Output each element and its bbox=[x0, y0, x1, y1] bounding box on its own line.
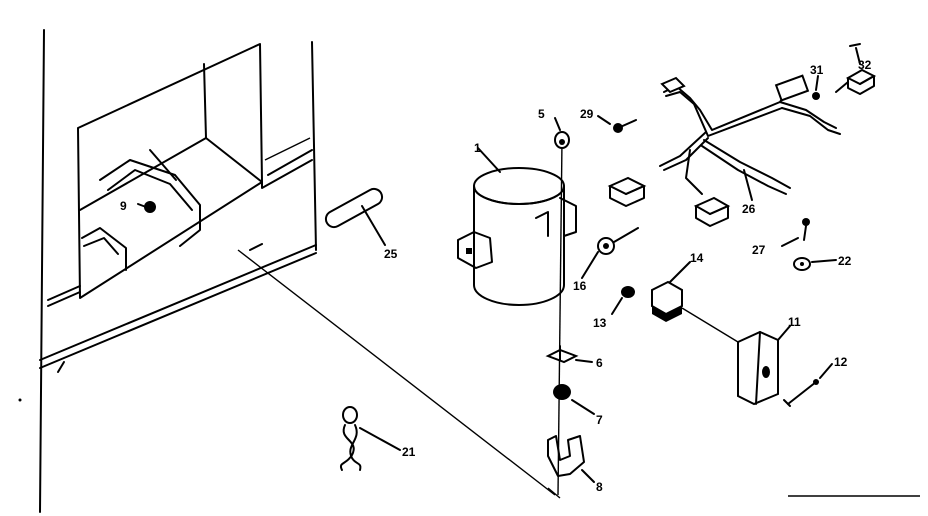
part-21-clip: 21 bbox=[340, 406, 416, 471]
part-16-overload: 16 bbox=[573, 227, 639, 293]
part-5-grommet: 5 bbox=[538, 107, 570, 149]
part-12-screw: 12 bbox=[783, 355, 848, 407]
label-13: 13 bbox=[593, 316, 607, 330]
part-22-clip: 22 bbox=[793, 254, 852, 271]
label-26: 26 bbox=[742, 202, 756, 216]
label-1: 1 bbox=[474, 141, 481, 155]
part-32-terminal: 32 bbox=[835, 43, 877, 95]
label-8: 8 bbox=[596, 480, 603, 494]
label-29: 29 bbox=[580, 107, 594, 121]
label-9: 9 bbox=[120, 199, 127, 213]
label-5: 5 bbox=[538, 107, 545, 121]
part-29-fastener: 29 bbox=[580, 107, 637, 133]
label-16: 16 bbox=[573, 279, 587, 293]
label-25: 25 bbox=[384, 247, 398, 261]
label-27: 27 bbox=[752, 243, 766, 257]
assembly-line bbox=[237, 249, 556, 496]
label-7: 7 bbox=[596, 413, 603, 427]
label-31: 31 bbox=[810, 63, 824, 77]
assembly-line bbox=[547, 487, 561, 499]
part-11-cover: 11 bbox=[737, 315, 801, 406]
part-7-spring: 7 bbox=[553, 384, 603, 427]
label-14: 14 bbox=[690, 251, 704, 265]
stray-mark bbox=[18, 398, 22, 402]
part-1-compressor: 1 bbox=[457, 141, 577, 306]
part-9-screw: 9 bbox=[120, 199, 156, 213]
part-31-connector: 31 bbox=[810, 63, 824, 100]
part-14-relay: 14 bbox=[651, 251, 739, 343]
assembly-line bbox=[557, 139, 563, 496]
label-12: 12 bbox=[834, 355, 848, 369]
part-8-bracket: 8 bbox=[547, 435, 603, 494]
label-21: 21 bbox=[402, 445, 416, 459]
part-6-washer: 6 bbox=[545, 345, 603, 370]
part-25-tube: 25 bbox=[324, 187, 398, 261]
part-26-wiring-harness: 26 bbox=[607, 74, 841, 227]
label-22: 22 bbox=[838, 254, 852, 268]
label-32: 32 bbox=[858, 58, 872, 72]
part-27-screw: 27 bbox=[752, 218, 810, 257]
label-6: 6 bbox=[596, 356, 603, 370]
part-13-clip: 13 bbox=[593, 286, 635, 330]
label-11: 11 bbox=[788, 315, 801, 329]
cabinet-compartment bbox=[39, 29, 317, 513]
